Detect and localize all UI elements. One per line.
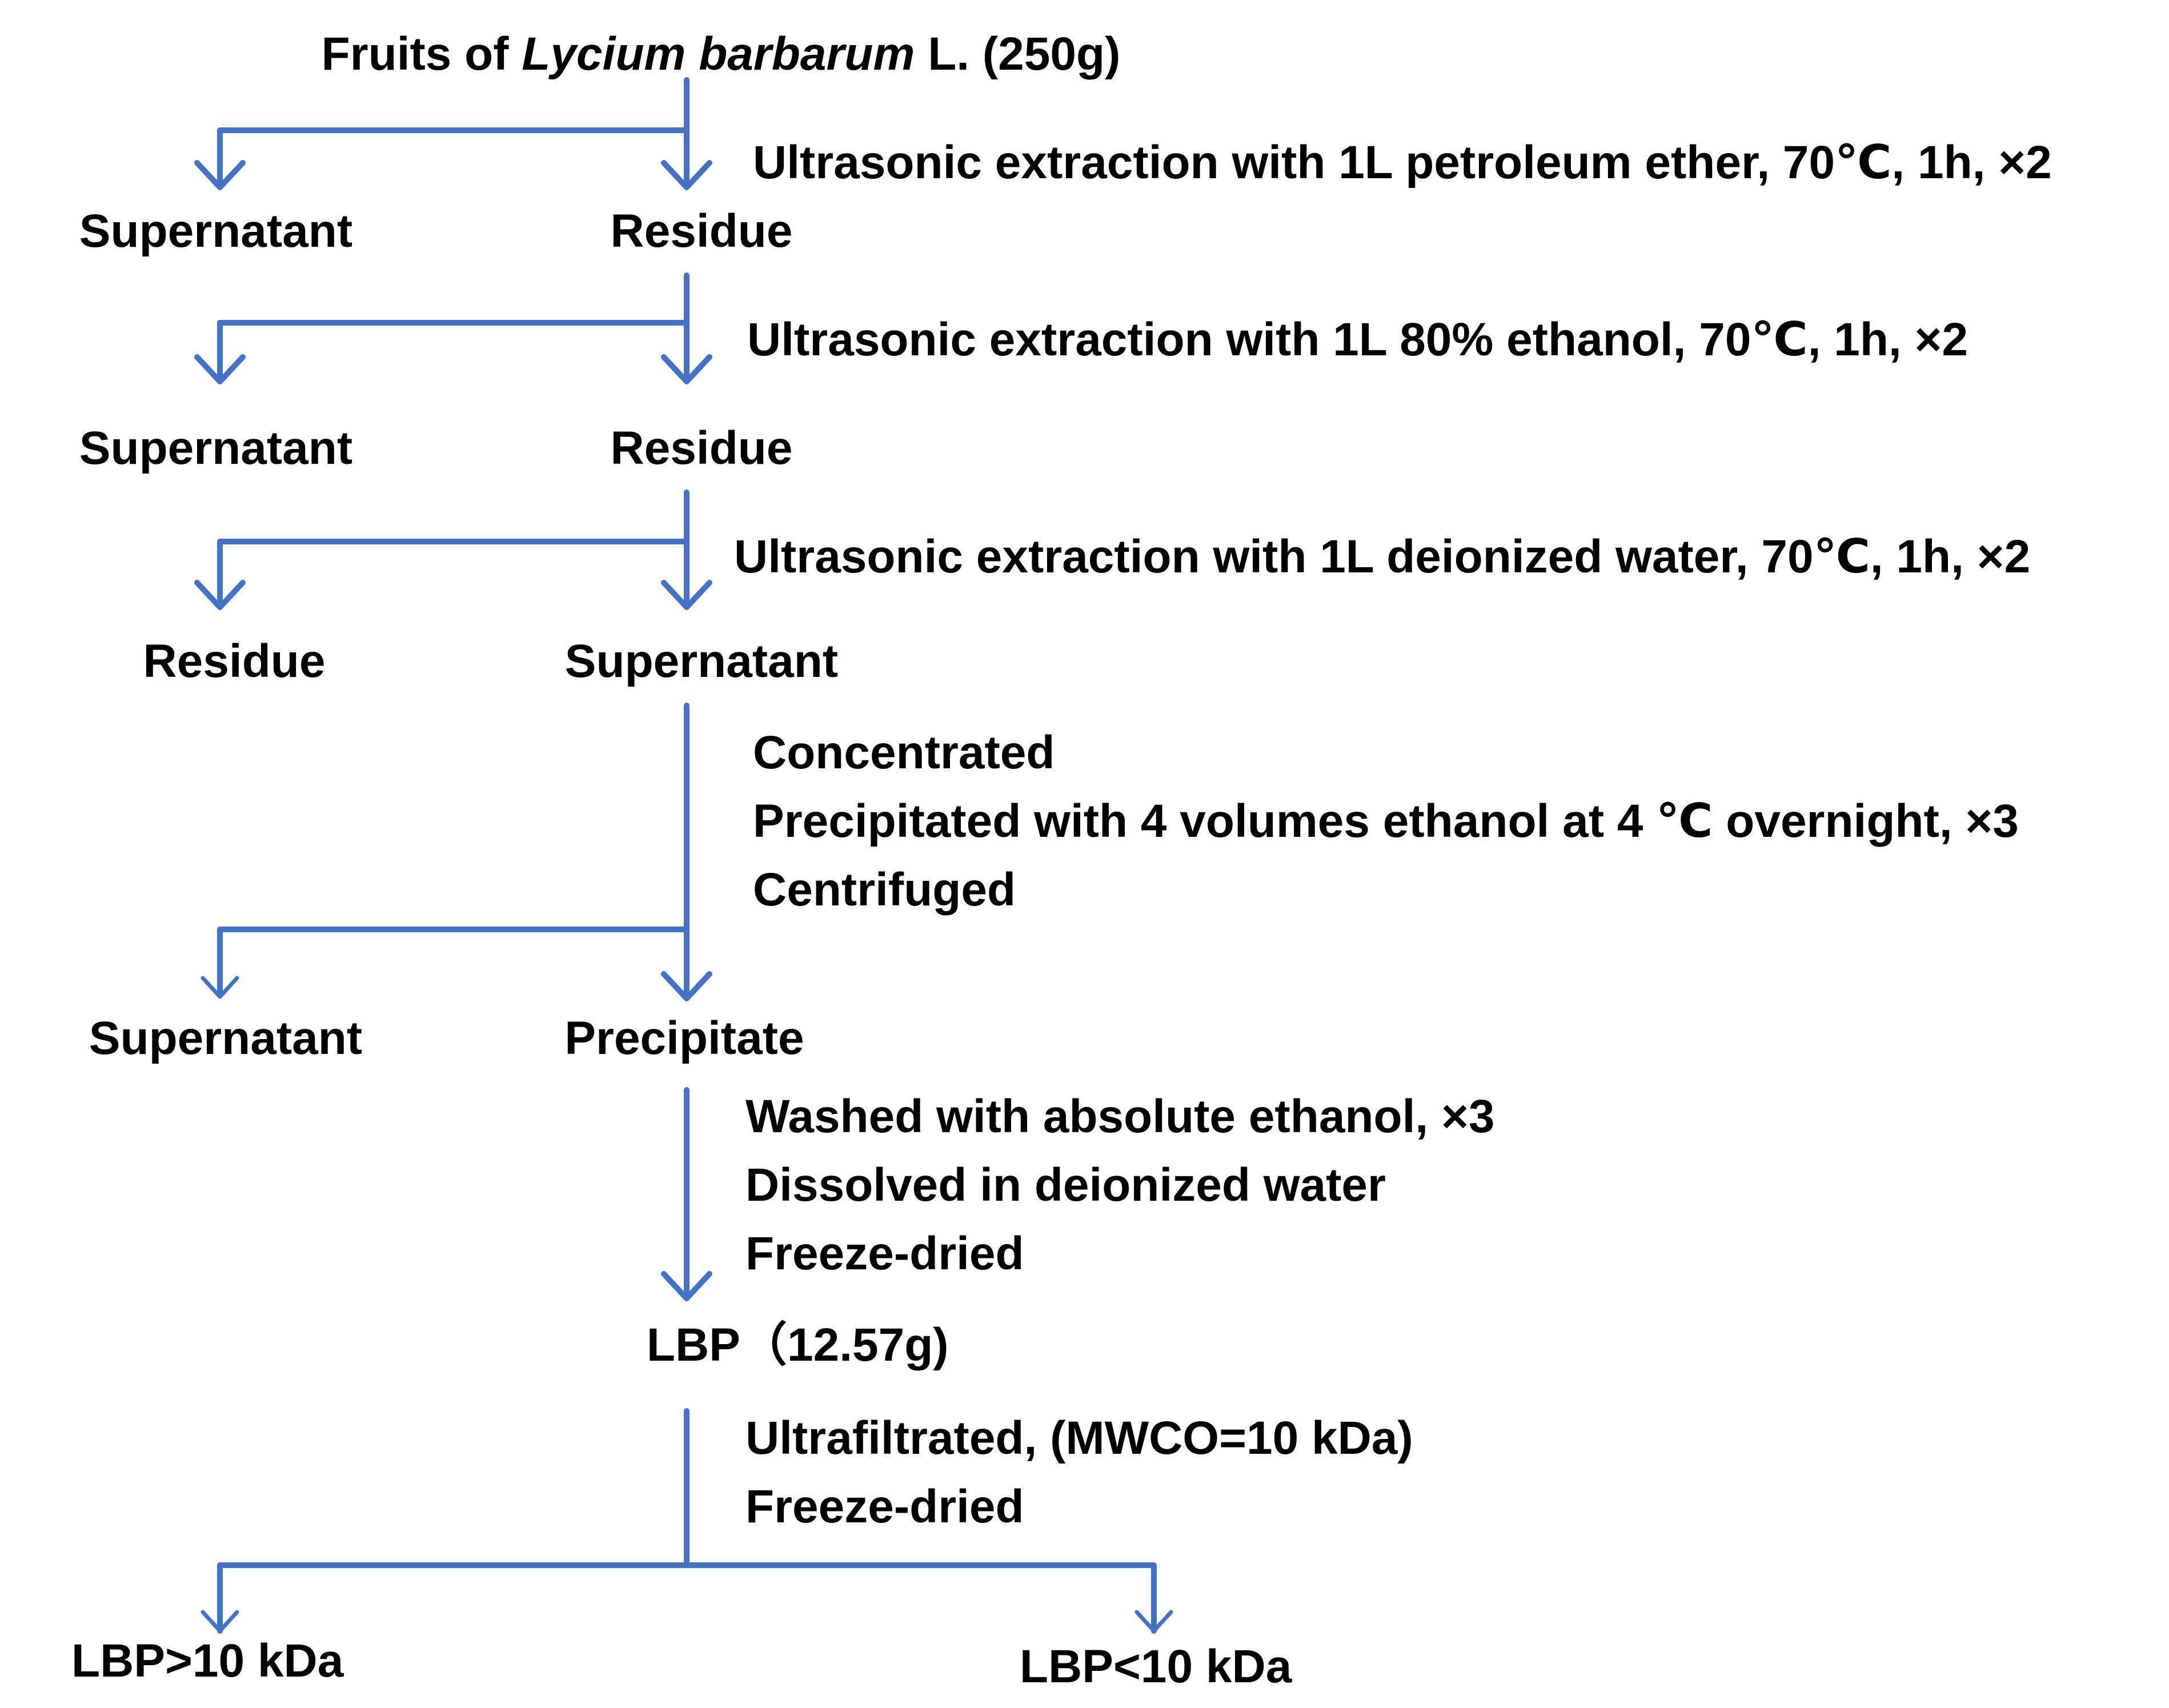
step-1-branch-connector: [194, 77, 712, 190]
lbp-high-mw-label: LBP>10 kDa: [71, 1635, 344, 1687]
step-3-conditions: Ultrasonic extraction with 1L deionized …: [734, 531, 2030, 583]
lbp-low-mw-label: LBP<10 kDa: [1020, 1641, 1293, 1693]
step-6-condition-ultrafiltrated: Ultrafiltrated, (MWCO=10 kDa): [745, 1412, 1413, 1464]
step-5-connector: [661, 1087, 712, 1301]
step-6-condition-freeze-dried: Freeze-dried: [745, 1481, 1024, 1533]
step-2-residue-label: Residue: [611, 422, 793, 474]
step-6-branch-connector: [201, 1408, 1173, 1634]
title-prefix: Fruits of: [322, 28, 522, 80]
step-4-branch-connector: [201, 703, 712, 1001]
lbp-yield-label: LBP（12.57g): [647, 1319, 949, 1371]
step-5-condition-dissolved: Dissolved in deionized water: [745, 1159, 1386, 1211]
step-5-condition-freeze-dried: Freeze-dried: [745, 1228, 1024, 1280]
step-1-supernatant-label: Supernatant: [79, 205, 352, 257]
step-4-condition-concentrated: Concentrated: [753, 727, 1055, 779]
title-text: Fruits of Lycium barbarum L. (250g): [322, 28, 1121, 80]
step-1-residue-label: Residue: [611, 205, 793, 257]
step-3-residue-label: Residue: [143, 635, 326, 687]
step-2-conditions: Ultrasonic extraction with 1L 80% ethano…: [747, 314, 1968, 366]
step-5-condition-washed: Washed with absolute ethanol, ×3: [745, 1090, 1494, 1142]
step-1-conditions: Ultrasonic extraction with 1L petroleum …: [753, 137, 2052, 189]
step-4-condition-precipitated: Precipitated with 4 volumes ethanol at 4…: [753, 795, 2019, 847]
step-2-supernatant-label: Supernatant: [79, 422, 352, 474]
step-2-branch-connector: [194, 272, 712, 384]
step-4-precipitate-label: Precipitate: [564, 1012, 804, 1064]
step-3-supernatant-label: Supernatant: [565, 635, 838, 687]
step-4-supernatant-label: Supernatant: [89, 1012, 362, 1064]
step-3-branch-connector: [194, 490, 712, 610]
title-suffix: L. (250g): [915, 28, 1120, 80]
step-4-condition-centrifuged: Centrifuged: [753, 864, 1016, 916]
title-species: Lycium barbarum: [522, 28, 915, 80]
